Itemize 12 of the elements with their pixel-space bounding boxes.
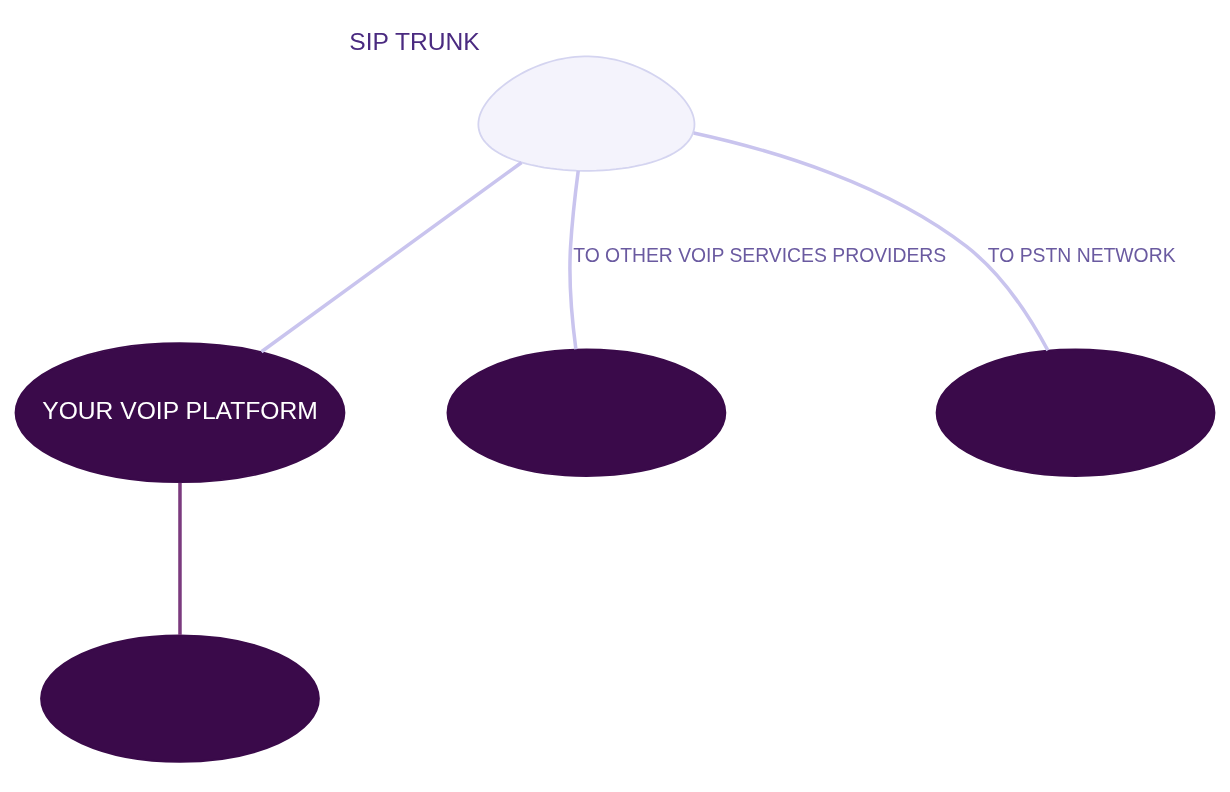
connector — [178, 482, 182, 635]
connector — [568, 170, 580, 350]
connector — [260, 161, 523, 354]
node-circle — [935, 348, 1216, 477]
node-circle — [446, 348, 727, 477]
node-cloud — [477, 55, 696, 172]
node-label: SIP TRUNK — [349, 27, 480, 55]
node-ellipse: YOUR VOIP PLATFORM — [14, 342, 346, 484]
edge-label: TO OTHER VOIP SERVICES PROVIDERS — [573, 243, 947, 266]
connector — [693, 131, 1050, 352]
edge-label: TO PSTN NETWORK — [987, 243, 1176, 266]
node-circle — [40, 634, 320, 763]
